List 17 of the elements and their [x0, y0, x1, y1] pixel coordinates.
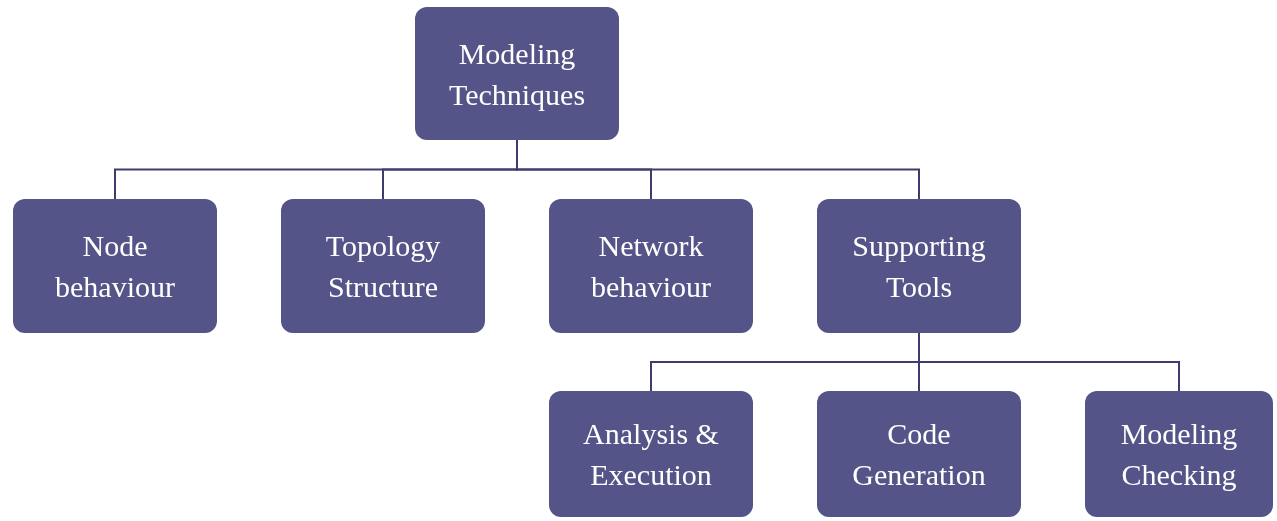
- box-label: Code Generation: [851, 416, 987, 493]
- box-label: Network behaviour: [590, 228, 712, 305]
- category-box: [415, 7, 619, 140]
- box-label: Modeling Techniques: [447, 35, 587, 113]
- box-label: Supporting Tools: [851, 228, 987, 305]
- category-box: [281, 199, 485, 333]
- category-box: [549, 391, 753, 517]
- category-box: [817, 199, 1021, 333]
- box-label: Modeling Checking: [1119, 416, 1239, 493]
- box-label: Topology Structure: [324, 228, 442, 305]
- category-box: [549, 199, 753, 333]
- box-label: Node behaviour: [54, 228, 176, 305]
- category-box: [13, 199, 217, 333]
- box-label: Analysis & Execution: [582, 416, 720, 493]
- category-box: [1085, 391, 1273, 517]
- category-box: [817, 391, 1021, 517]
- connector-line: [918, 332, 1180, 392]
